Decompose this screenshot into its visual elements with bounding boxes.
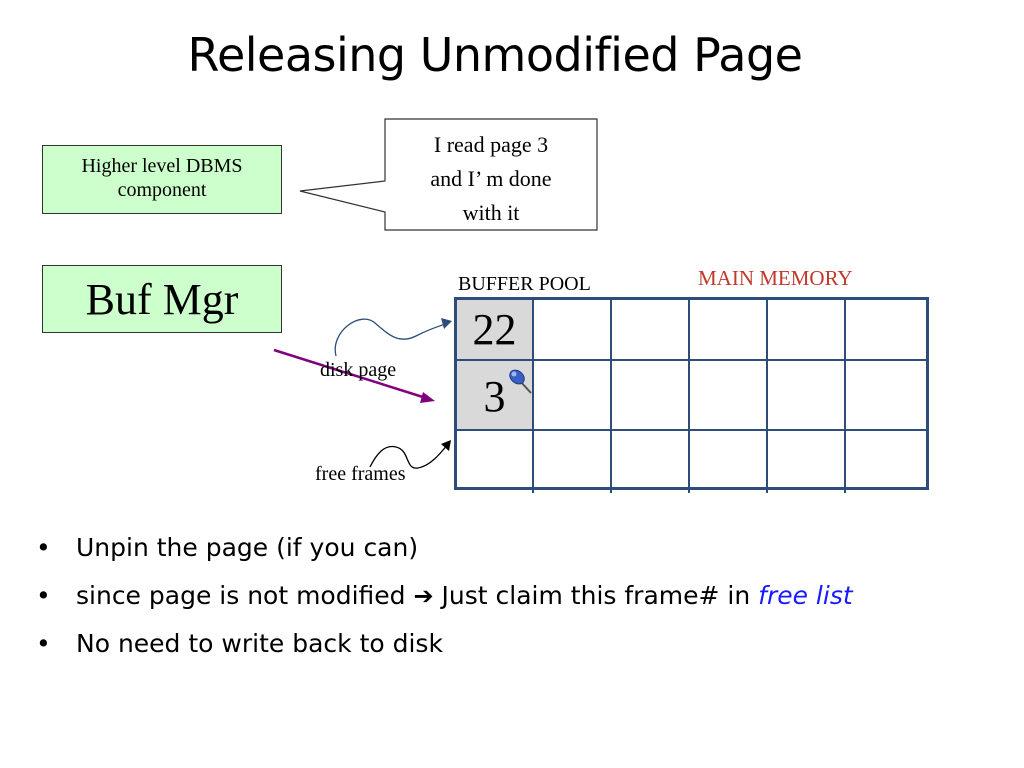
buf-mgr-pointer-arrowhead xyxy=(420,392,435,403)
dbms-component-box: Higher level DBMS component xyxy=(42,145,282,214)
frame-page-number: 22 xyxy=(472,305,517,354)
pushpin-icon xyxy=(509,369,532,394)
buffer-pool-grid: 22 3 xyxy=(454,297,929,493)
frame-cell xyxy=(612,300,690,361)
buffer-pool-label: BUFFER POOL xyxy=(458,273,591,295)
callout-line-2: and I’ m done xyxy=(430,166,552,191)
main-memory-label: MAIN MEMORY xyxy=(698,266,853,290)
bullet-text: No need to write back to disk xyxy=(76,629,443,658)
frame-cell xyxy=(768,300,846,361)
disk-page-squiggle-arrow xyxy=(334,318,449,357)
frame-cell xyxy=(690,361,768,431)
buf-mgr-pointer-line xyxy=(273,348,427,400)
frame-cell xyxy=(612,361,690,431)
bullet-text: Unpin the page (if you can) xyxy=(76,533,419,562)
bullet-text: since page is not modified xyxy=(76,581,406,610)
buf-mgr-box: Buf Mgr xyxy=(42,265,282,333)
frame-cell xyxy=(846,300,926,361)
callout-line-3: with it xyxy=(462,200,520,225)
right-arrow-icon: ➔ xyxy=(413,582,434,610)
frame-cell xyxy=(690,431,768,493)
frame-cell xyxy=(534,431,612,493)
frame-cell xyxy=(768,361,846,431)
frame-cell-free xyxy=(457,431,534,493)
bullet-list: Unpin the page (if you can) since page i… xyxy=(36,530,853,674)
frame-cell xyxy=(768,431,846,493)
disk-page-label: disk page xyxy=(320,359,397,381)
frame-cell xyxy=(612,431,690,493)
bullet-item: Unpin the page (if you can) xyxy=(36,530,853,578)
frame-cell-occupied: 3 xyxy=(457,361,534,431)
free-frames-squiggle-arrow xyxy=(369,443,449,469)
bullet-item: No need to write back to disk xyxy=(36,626,853,674)
frame-cell xyxy=(690,300,768,361)
frame-cell xyxy=(534,361,612,431)
callout-line-1: I read page 3 xyxy=(433,132,549,157)
speech-callout-shape xyxy=(299,118,598,231)
free-frames-label: free frames xyxy=(315,463,406,485)
slide-title: Releasing Unmodified Page xyxy=(187,28,803,82)
frame-page-number: 3 xyxy=(483,372,506,421)
frame-cell xyxy=(846,361,926,431)
free-frames-arrowhead xyxy=(441,440,451,451)
bullet-text: Just claim this frame# in xyxy=(433,581,759,610)
callout-text: I read page 3 and I’ m done with it xyxy=(385,128,597,230)
disk-page-arrowhead xyxy=(441,318,452,329)
frame-cell-occupied: 22 xyxy=(457,300,534,361)
frame-cell xyxy=(534,300,612,361)
bullet-item: since page is not modified ➔ Just claim … xyxy=(36,578,853,626)
free-list-highlight: free list xyxy=(758,581,853,610)
frame-cell xyxy=(846,431,926,493)
